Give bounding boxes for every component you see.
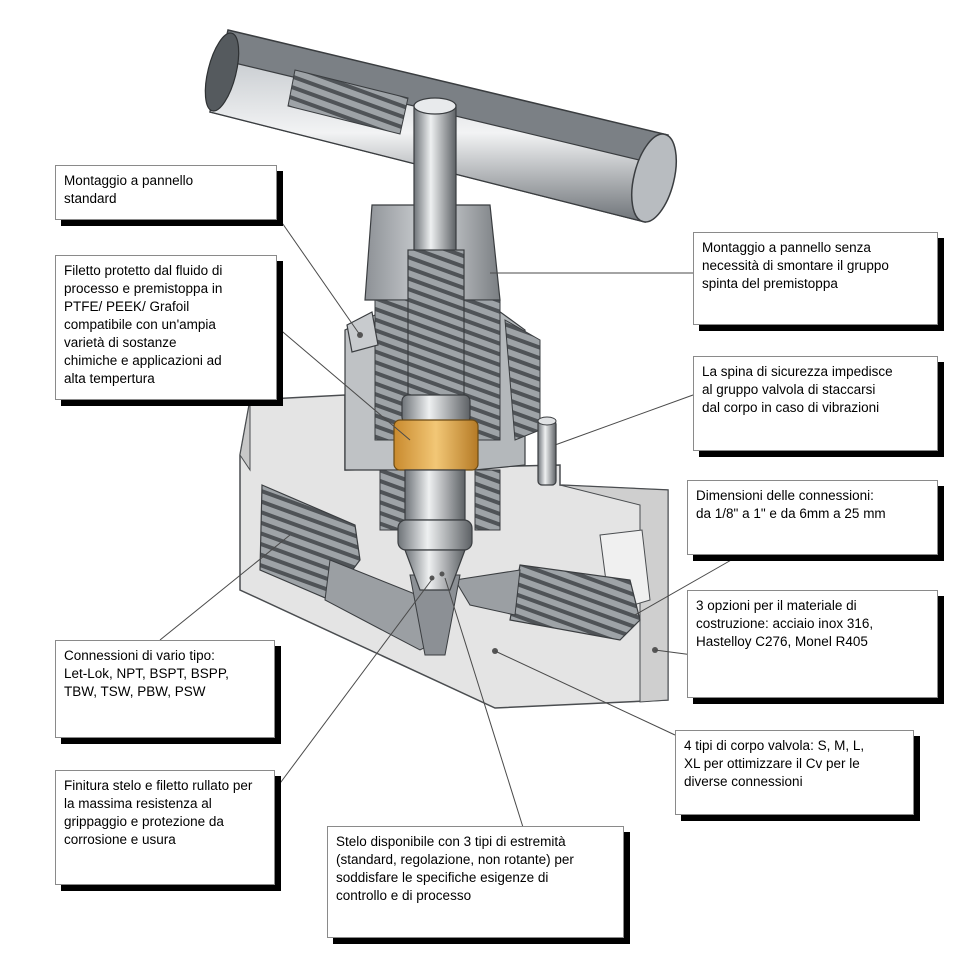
callout-text: Connessioni di vario tipo: Let-Lok, NPT,… bbox=[64, 648, 229, 699]
callout-filetto-protetto: Filetto protetto dal fluido di processo … bbox=[55, 255, 277, 400]
callout-spina-sicurezza: La spina di sicurezza impedisce al grupp… bbox=[693, 356, 938, 451]
callout-montaggio-senza-smontare: Montaggio a pannello senza necessità di … bbox=[693, 232, 938, 325]
valve-stem bbox=[393, 97, 479, 591]
callout-text: 4 tipi di corpo valvola: S, M, L, XL per… bbox=[684, 738, 865, 789]
callout-montaggio-standard: Montaggio a pannello standard bbox=[55, 165, 277, 220]
panel-nut bbox=[346, 311, 379, 353]
callout-tipi-corpo: 4 tipi di corpo valvola: S, M, L, XL per… bbox=[675, 730, 914, 815]
leader-lines bbox=[159, 216, 741, 841]
callout-text: Dimensioni delle connessioni: da 1/8" a … bbox=[696, 488, 886, 521]
callout-stelo-estremita: Stelo disponibile con 3 tipi di estremit… bbox=[327, 826, 624, 938]
callout-dimensioni-connessioni: Dimensioni delle connessioni: da 1/8" a … bbox=[687, 480, 938, 555]
callout-text: La spina di sicurezza impedisce al grupp… bbox=[702, 364, 893, 415]
callout-text: Finitura stelo e filetto rullato per la … bbox=[64, 778, 253, 847]
callout-text: Stelo disponibile con 3 tipi di estremit… bbox=[336, 834, 574, 903]
safety-pin bbox=[537, 416, 557, 486]
callout-text: Filetto protetto dal fluido di processo … bbox=[64, 263, 223, 386]
callout-connessioni-tipo: Connessioni di vario tipo: Let-Lok, NPT,… bbox=[55, 640, 275, 738]
callout-opzioni-materiale: 3 opzioni per il materiale di costruzion… bbox=[687, 590, 938, 698]
callout-text: 3 opzioni per il materiale di costruzion… bbox=[696, 598, 874, 649]
callout-text: Montaggio a pannello senza necessità di … bbox=[702, 240, 889, 291]
callout-text: Montaggio a pannello standard bbox=[64, 173, 194, 206]
callout-finitura-stelo: Finitura stelo e filetto rullato per la … bbox=[55, 770, 275, 885]
